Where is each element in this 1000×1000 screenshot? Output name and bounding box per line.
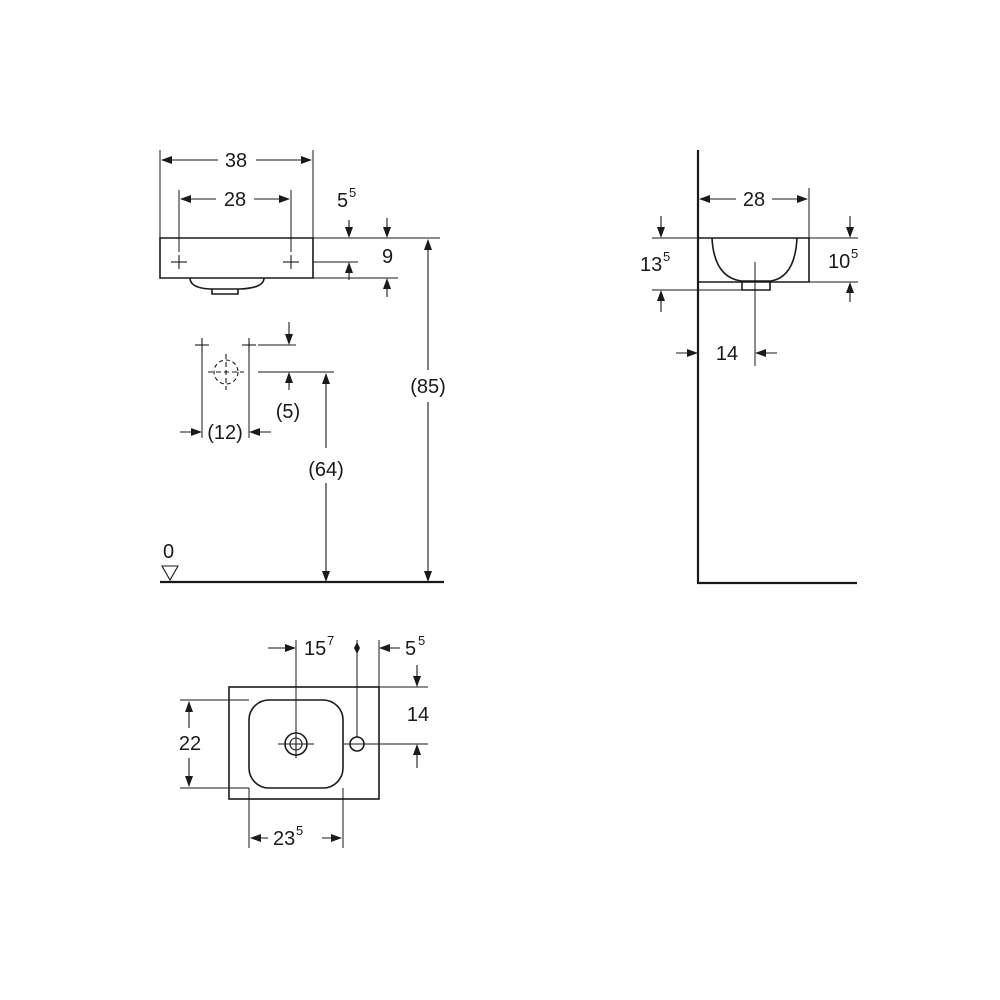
dim-top-drain-offset-label: 15 <box>304 638 326 660</box>
dim-width-38: 38 <box>159 150 314 238</box>
dim-side-depth-28: 28 <box>699 188 810 238</box>
drain-hole <box>278 730 314 758</box>
dim-waste-height-64: (64) <box>308 373 344 582</box>
dim-side-height-left-sup: 5 <box>663 249 670 264</box>
detail-tap-marker-right <box>242 338 256 438</box>
dim-side-height-right-sup: 5 <box>851 246 858 261</box>
dim-top-bowl-width-label: 23 <box>273 828 295 850</box>
dim-top-offset-label: 5 <box>337 190 348 212</box>
front-tap-marker-right <box>283 255 299 269</box>
front-tap-marker-left <box>171 255 187 269</box>
dim-bowl-height-label: 9 <box>382 246 393 268</box>
dim-bowl-height-9: 9 <box>313 218 398 297</box>
dim-top-offset-5-5: 5 5 <box>313 185 398 280</box>
side-view: 28 13 5 10 5 <box>640 150 858 585</box>
dim-width-38-label: 38 <box>225 150 247 172</box>
dim-top-drain-depth-14: 14 <box>370 665 429 768</box>
dim-total-height-label: (85) <box>410 376 446 398</box>
dim-tap-spacing-label: 28 <box>224 189 246 211</box>
wall <box>696 150 857 585</box>
dim-top-bowl-width-sup: 5 <box>296 823 303 838</box>
dim-top-depth-label: 22 <box>179 733 201 755</box>
dim-side-drain-offset-label: 14 <box>716 343 738 365</box>
dim-waste-height-label: (64) <box>308 459 344 481</box>
dim-top-tap-edge-5-5: 5 5 <box>378 633 425 687</box>
dim-side-depth-label: 28 <box>743 189 765 211</box>
floor-level-label: 0 <box>163 541 174 563</box>
dim-top-bowl-width-23-5: 23 5 <box>248 788 344 850</box>
dim-top-drain-offset-sup: 7 <box>327 633 334 648</box>
dim-tap-spacing-28: 28 <box>178 189 292 252</box>
dim-waste-offset-label: (5) <box>276 401 300 423</box>
dim-top-tap-edge-sup: 5 <box>418 633 425 648</box>
floor-level: 0 <box>160 541 444 584</box>
dim-waste-spacing-label: (12) <box>207 422 243 444</box>
detail-tap-marker-left <box>195 338 209 438</box>
dim-side-height-right-label: 10 <box>828 251 850 273</box>
dim-top-offset-sup: 5 <box>349 185 356 200</box>
dim-side-height-10-5: 10 5 <box>770 216 858 302</box>
front-view: 38 28 5 5 <box>159 150 446 584</box>
tap-hole <box>344 736 370 752</box>
dim-side-height-left-label: 13 <box>640 254 662 276</box>
dim-top-drain-depth-label: 14 <box>407 704 429 726</box>
dim-top-depth-22: 22 <box>179 699 249 789</box>
dim-total-height-85: (85) <box>398 237 446 582</box>
waste-position-detail: (5) (12) <box>180 322 334 444</box>
dim-top-tap-edge-label: 5 <box>405 638 416 660</box>
detail-waste-circle <box>208 354 244 390</box>
top-view: 15 7 5 5 14 22 <box>179 633 429 850</box>
dim-top-drain-offset-15-7: 15 7 <box>268 633 360 737</box>
dim-side-drain-offset-14: 14 <box>676 262 777 366</box>
front-basin-outline <box>159 237 314 295</box>
side-basin-outline <box>698 237 810 291</box>
dim-side-height-13-5: 13 5 <box>640 216 742 312</box>
